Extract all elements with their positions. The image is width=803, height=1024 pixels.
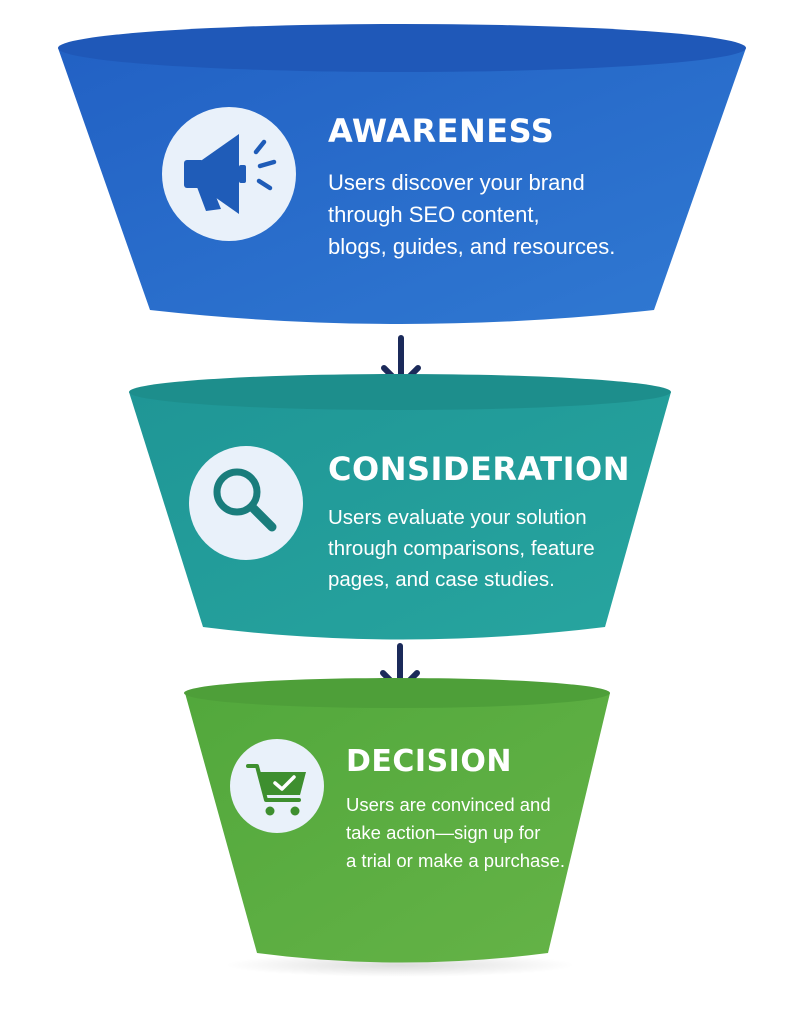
awareness-segment xyxy=(58,24,746,324)
consideration-title: CONSIDERATION xyxy=(328,450,630,488)
megaphone-icon xyxy=(184,134,246,214)
decision-segment xyxy=(184,678,610,963)
decision-description: Users are convinced and take action—sign… xyxy=(346,794,566,871)
decision-title: DECISION xyxy=(346,744,512,779)
awareness-description: Users discover your brand through SEO co… xyxy=(328,170,616,259)
awareness-funnel-rim xyxy=(58,24,746,72)
consideration-segment xyxy=(129,374,671,640)
sound-waves-icon xyxy=(253,139,277,191)
consideration-icon-circle xyxy=(189,446,303,560)
shopping-cart-check-icon xyxy=(246,764,306,816)
consideration-funnel-rim xyxy=(129,374,671,410)
magnifying-glass-icon xyxy=(213,468,277,532)
consideration-description: Users evaluate your solution through com… xyxy=(328,506,595,591)
awareness-title: AWARENESS xyxy=(328,112,555,150)
decision-funnel-rim xyxy=(184,678,610,708)
